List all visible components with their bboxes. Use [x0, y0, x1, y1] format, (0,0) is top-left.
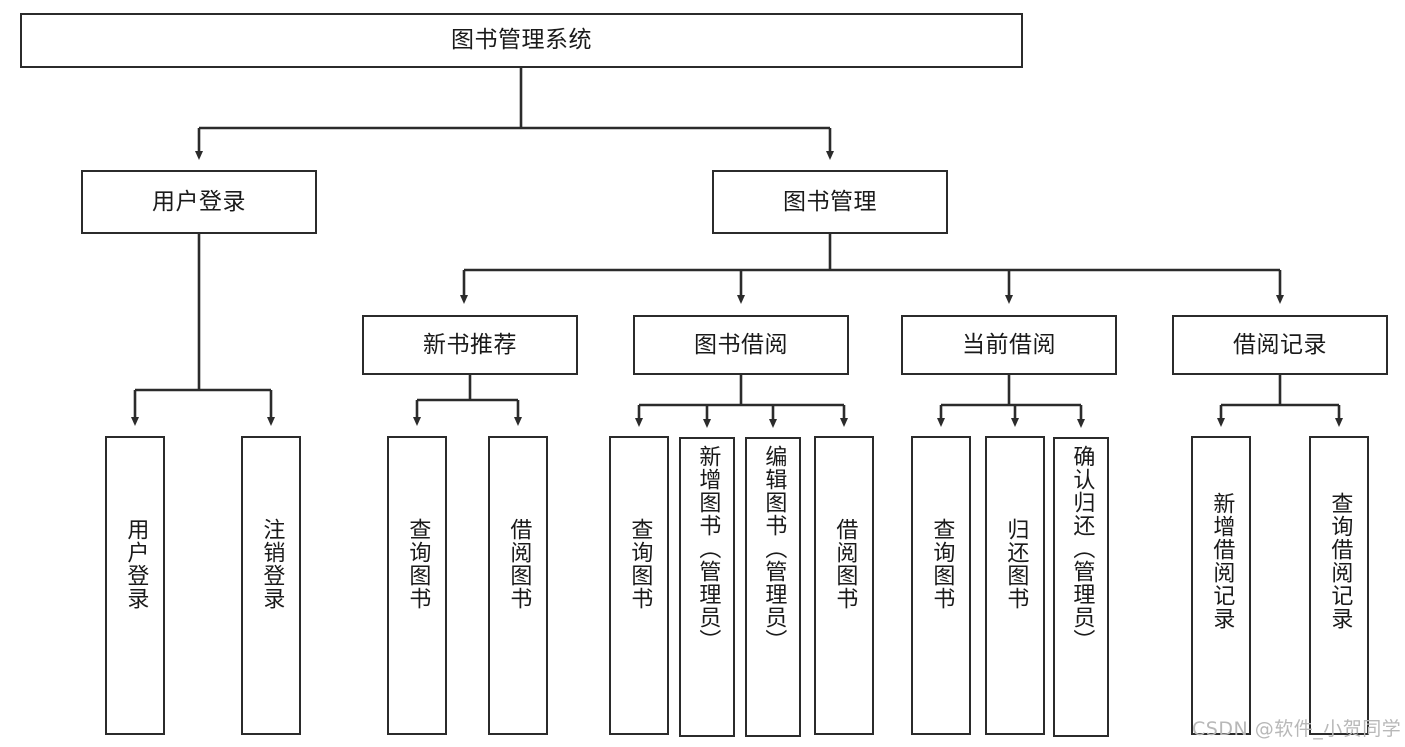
- node-new-book-rec[interactable]: 新书推荐: [362, 315, 578, 375]
- node-user-login[interactable]: 用户登录: [81, 170, 317, 234]
- node-leaf-query-record[interactable]: 查询借阅记录: [1309, 436, 1369, 735]
- node-leaf-borrow-book-1[interactable]: 借阅图书: [488, 436, 548, 735]
- node-leaf-user-login-label: 用户登录: [123, 518, 149, 610]
- node-user-login-label: 用户登录: [152, 188, 246, 215]
- node-leaf-add-book-label: 新增图书（管理员）: [695, 445, 721, 652]
- node-leaf-query-book-3[interactable]: 查询图书: [911, 436, 971, 735]
- node-current-borrow-label: 当前借阅: [962, 331, 1056, 358]
- node-leaf-user-login[interactable]: 用户登录: [105, 436, 165, 735]
- node-leaf-query-book-2[interactable]: 查询图书: [609, 436, 669, 735]
- node-root[interactable]: 图书管理系统: [20, 13, 1023, 68]
- node-leaf-borrow-book-2-label: 借阅图书: [832, 518, 858, 610]
- node-leaf-edit-book-label: 编辑图书（管理员）: [761, 445, 787, 652]
- node-leaf-edit-book[interactable]: 编辑图书（管理员）: [745, 437, 801, 737]
- node-book-borrow[interactable]: 图书借阅: [633, 315, 849, 375]
- node-leaf-return-book[interactable]: 归还图书: [985, 436, 1045, 735]
- node-leaf-borrow-book-1-label: 借阅图书: [506, 518, 532, 610]
- node-book-manage[interactable]: 图书管理: [712, 170, 948, 234]
- node-leaf-logout[interactable]: 注销登录: [241, 436, 301, 735]
- node-borrow-record-label: 借阅记录: [1233, 331, 1327, 358]
- node-leaf-logout-label: 注销登录: [259, 518, 285, 610]
- node-leaf-query-book-3-label: 查询图书: [929, 518, 955, 610]
- node-leaf-query-book-1[interactable]: 查询图书: [387, 436, 447, 735]
- node-current-borrow[interactable]: 当前借阅: [901, 315, 1117, 375]
- node-leaf-borrow-book-2[interactable]: 借阅图书: [814, 436, 874, 735]
- node-book-borrow-label: 图书借阅: [694, 331, 788, 358]
- node-leaf-query-book-1-label: 查询图书: [405, 518, 431, 610]
- node-leaf-confirm-return-label: 确认归还（管理员）: [1069, 445, 1095, 652]
- watermark: CSDN @软件_小贺同学: [1192, 718, 1402, 740]
- node-new-book-rec-label: 新书推荐: [423, 331, 517, 358]
- node-leaf-query-record-label: 查询借阅记录: [1327, 492, 1353, 630]
- node-borrow-record[interactable]: 借阅记录: [1172, 315, 1388, 375]
- node-root-label: 图书管理系统: [451, 27, 592, 53]
- node-leaf-add-record-label: 新增借阅记录: [1209, 492, 1235, 630]
- node-leaf-add-book[interactable]: 新增图书（管理员）: [679, 437, 735, 737]
- node-leaf-return-book-label: 归还图书: [1003, 518, 1029, 610]
- node-leaf-query-book-2-label: 查询图书: [627, 518, 653, 610]
- node-leaf-add-record[interactable]: 新增借阅记录: [1191, 436, 1251, 735]
- node-leaf-confirm-return[interactable]: 确认归还（管理员）: [1053, 437, 1109, 737]
- node-book-manage-label: 图书管理: [783, 188, 877, 215]
